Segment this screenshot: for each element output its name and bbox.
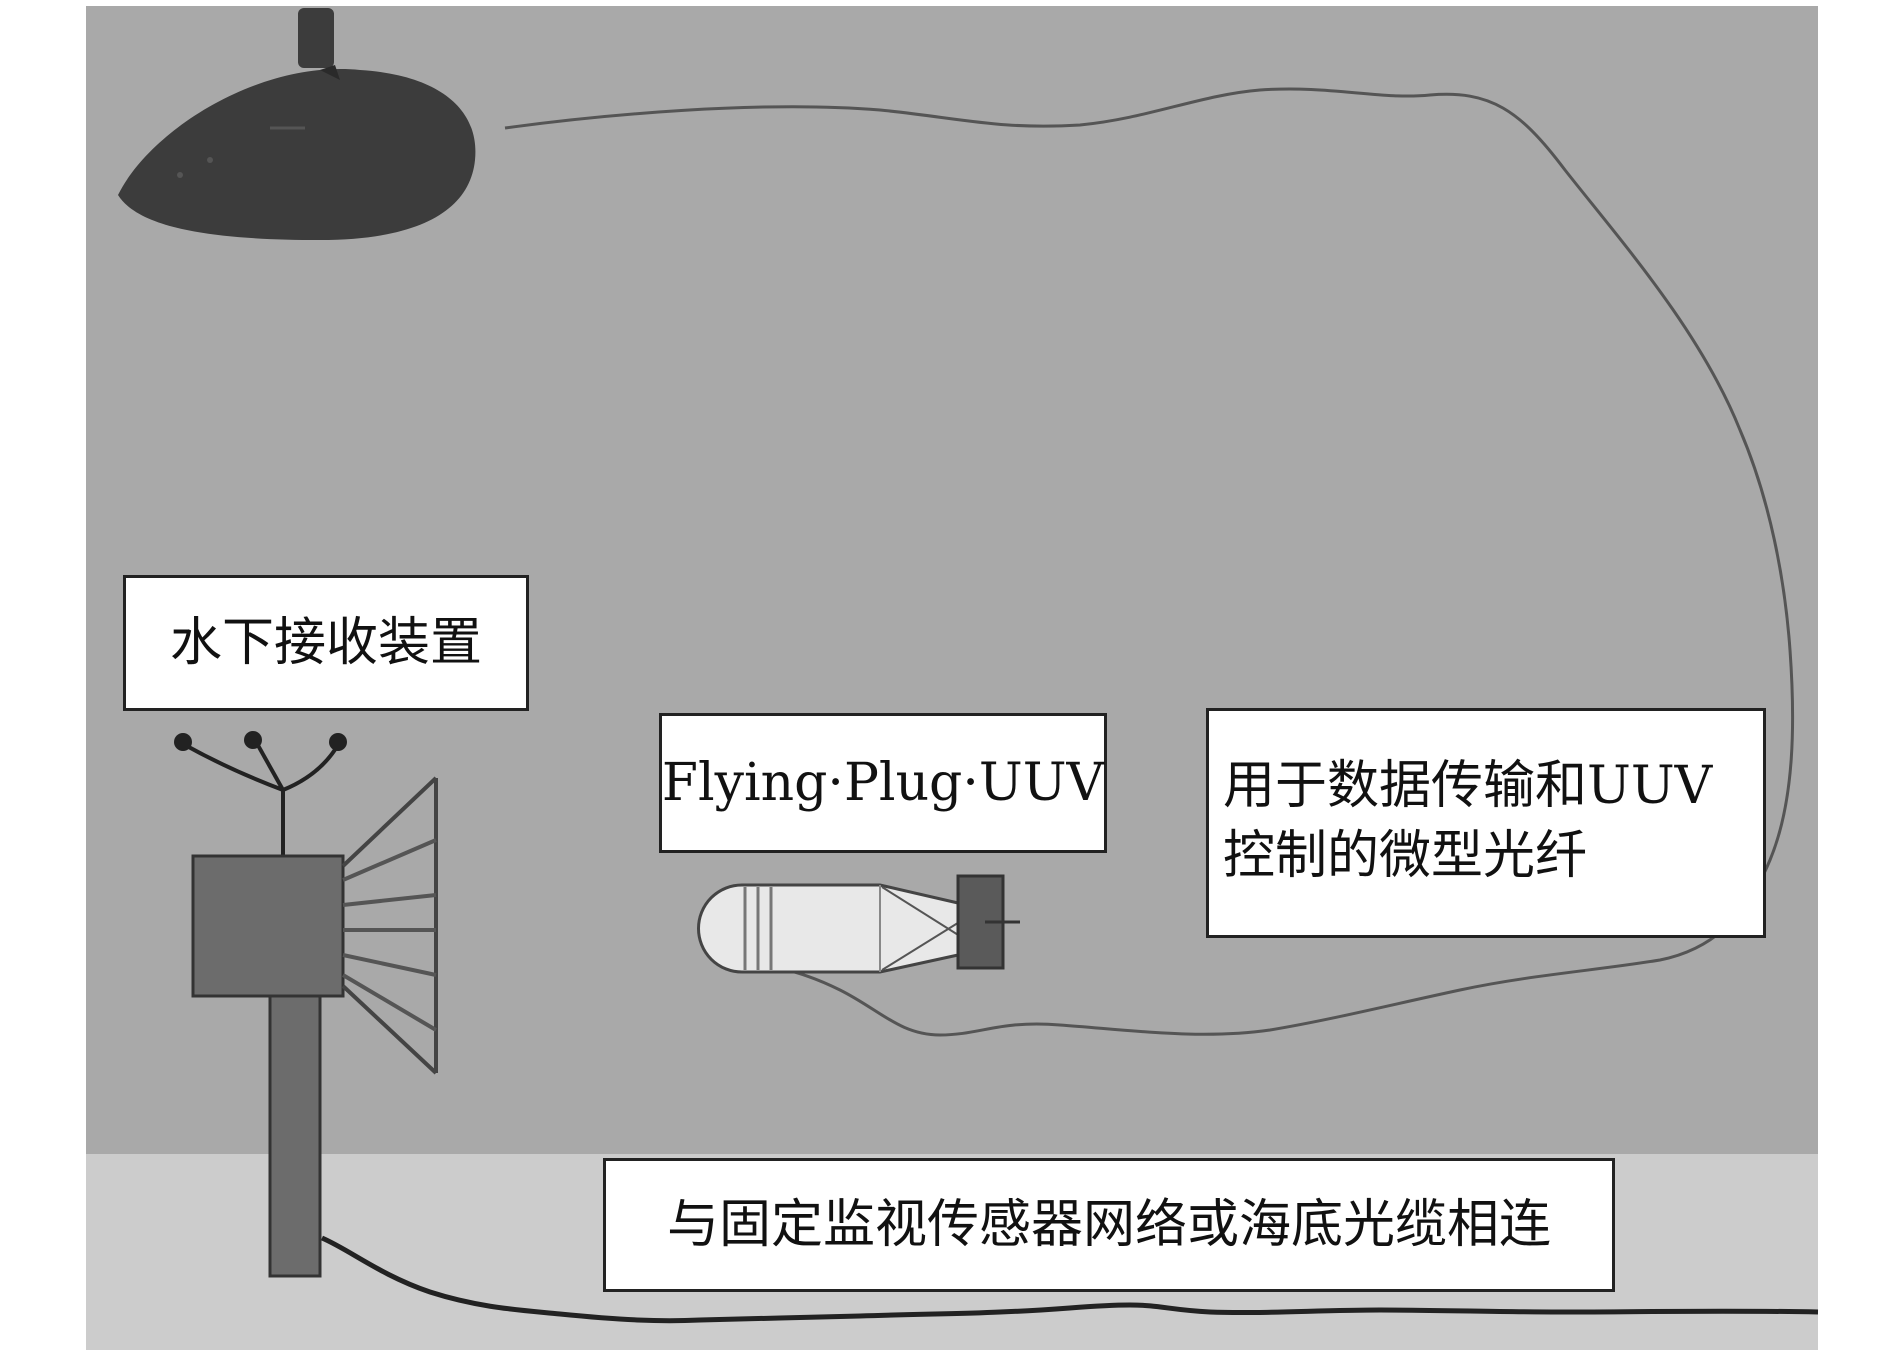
underwater-receiver-label-text: 水下接收装置 <box>169 612 482 673</box>
seabed-cable <box>321 1235 1819 1324</box>
underwater-receiver-icon <box>174 731 438 1278</box>
flying-plug-uuv-icon <box>697 874 1020 974</box>
flying-plug-uuv-label: Flying·Plug·UUV <box>659 713 1107 853</box>
sensor-network-label-text: 与固定监视传感器网络或海底光缆相连 <box>666 1194 1551 1255</box>
underwater-receiver-label: 水下接收装置 <box>123 575 529 711</box>
micro-optical-fiber-label-line1: 用于数据传输和UUV <box>1223 756 1713 816</box>
submarine-icon <box>118 8 476 240</box>
flying-plug-uuv-label-text: Flying·Plug·UUV <box>661 752 1105 813</box>
micro-optical-fiber <box>504 87 1795 1037</box>
sensor-network-label: 与固定监视传感器网络或海底光缆相连 <box>603 1158 1615 1292</box>
micro-optical-fiber-label: 用于数据传输和UUV 控制的微型光纤 <box>1206 708 1766 938</box>
micro-optical-fiber-label-line2: 控制的微型光纤 <box>1223 826 1588 887</box>
